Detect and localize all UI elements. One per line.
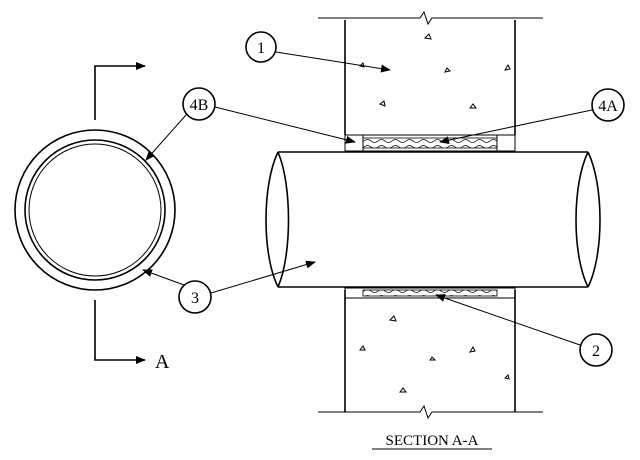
section-title: SECTION A-A: [372, 433, 492, 450]
bottom-break-line: [318, 404, 543, 420]
callout-4b: 4B: [145, 87, 356, 161]
lower-packing: [344, 287, 516, 299]
callout-2: 2: [435, 294, 613, 367]
outer-sleeve-circle: [14, 129, 176, 291]
section-marker-label: A: [155, 351, 170, 373]
callout-4b-label: 4B: [190, 97, 209, 114]
packing-material: [344, 134, 516, 299]
callout-1-label: 1: [257, 40, 265, 57]
callout-4a-label: 4A: [598, 98, 618, 115]
pipe-side-view: [265, 151, 601, 288]
callout-4a: 4A: [439, 88, 625, 145]
concrete-wall: [318, 10, 543, 420]
callout-1: 1: [245, 31, 391, 73]
callout-3: 3: [142, 260, 316, 314]
callout-2-label: 2: [592, 343, 600, 360]
cut-line-top-arrow: [94, 62, 146, 120]
cut-line-bottom-arrow: [94, 300, 146, 364]
upper-packing: [344, 134, 516, 152]
concrete-aggregate: [359, 33, 511, 393]
pipe-cross-section: [14, 129, 176, 291]
pipe-inner-circle: [28, 143, 162, 277]
top-break-line: [318, 10, 543, 26]
section-cut-line: A: [94, 62, 170, 373]
callout-3-label: 3: [191, 290, 199, 307]
pipe-outer-circle: [24, 139, 166, 281]
section-title-text: SECTION A-A: [386, 433, 479, 449]
